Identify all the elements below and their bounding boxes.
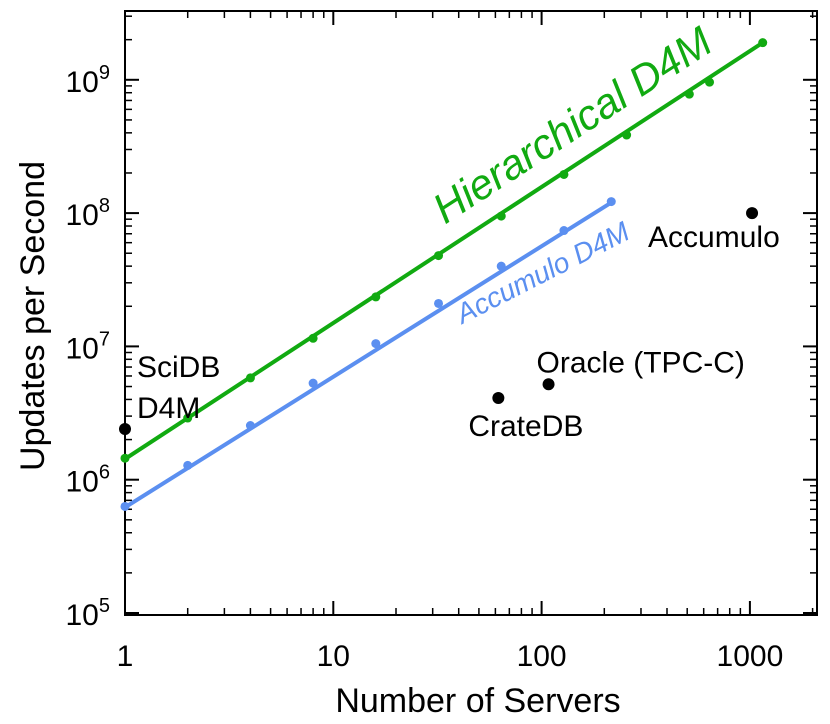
points-layer: SciDB D4M CrateDB Oracle (TPC-C) Accumulo [119,207,780,443]
series-point-1 [308,378,318,388]
x-minor-ticks [186,11,814,615]
y-tick-label: 107 [66,328,111,365]
y-tick-label: 109 [66,62,111,99]
x-ticks: 1 10 100 1000 [117,11,784,673]
series-point-1 [559,226,569,236]
series-point-1 [120,501,130,511]
series-point-0 [758,38,768,48]
comparison-point-label: D4M [137,392,200,425]
series-point-1 [496,261,506,271]
series-point-1 [606,197,616,207]
series-label-accumulo-d4m: Accumulo D4M [449,215,635,330]
series-point-0 [496,211,506,221]
series-fit-line-0 [123,40,765,461]
series-point-0 [434,251,444,261]
series-point-0 [622,130,632,140]
plot-frame [124,10,818,616]
series-label-hierarchical-d4m: Hierarchical D4M [424,17,720,232]
series-point-1 [371,339,381,349]
comparison-point [492,392,505,405]
x-tick-label: 1 [117,640,134,673]
series-point-0 [120,453,130,463]
y-tick-label: 108 [66,195,111,232]
comparison-point [746,207,759,220]
comparison-point-label: CrateDB [468,410,583,443]
comparison-point [542,378,555,391]
series-point-0 [308,333,318,343]
y-minor-ticks [125,15,817,574]
series-point-1 [183,460,193,470]
series-point-0 [245,373,255,383]
y-axis-label: Updates per Second [14,161,52,471]
x-tick-label: 100 [517,640,567,673]
series-point-1 [434,298,444,308]
series-fit-line-1 [123,200,614,510]
series-point-0 [183,413,193,423]
comparison-point-label: Accumulo [648,221,780,254]
y-tick-label: 106 [66,462,111,499]
comparison-point-label: SciDB [137,351,220,384]
x-tick-label: 1000 [717,640,784,673]
series-point-0 [684,89,694,99]
comparison-point [119,423,131,436]
series-point-0 [705,77,715,87]
series-point-0 [559,169,569,179]
y-ticks: 105 106 107 108 109 [66,62,817,632]
series-point-0 [371,292,381,302]
series-point-1 [245,421,255,431]
x-tick-label: 10 [317,640,350,673]
comparison-point-label: Oracle (TPC-C) [537,346,745,379]
series-layer [120,38,768,511]
x-axis-label: Number of Servers [335,682,620,720]
y-tick-label: 105 [66,595,111,632]
